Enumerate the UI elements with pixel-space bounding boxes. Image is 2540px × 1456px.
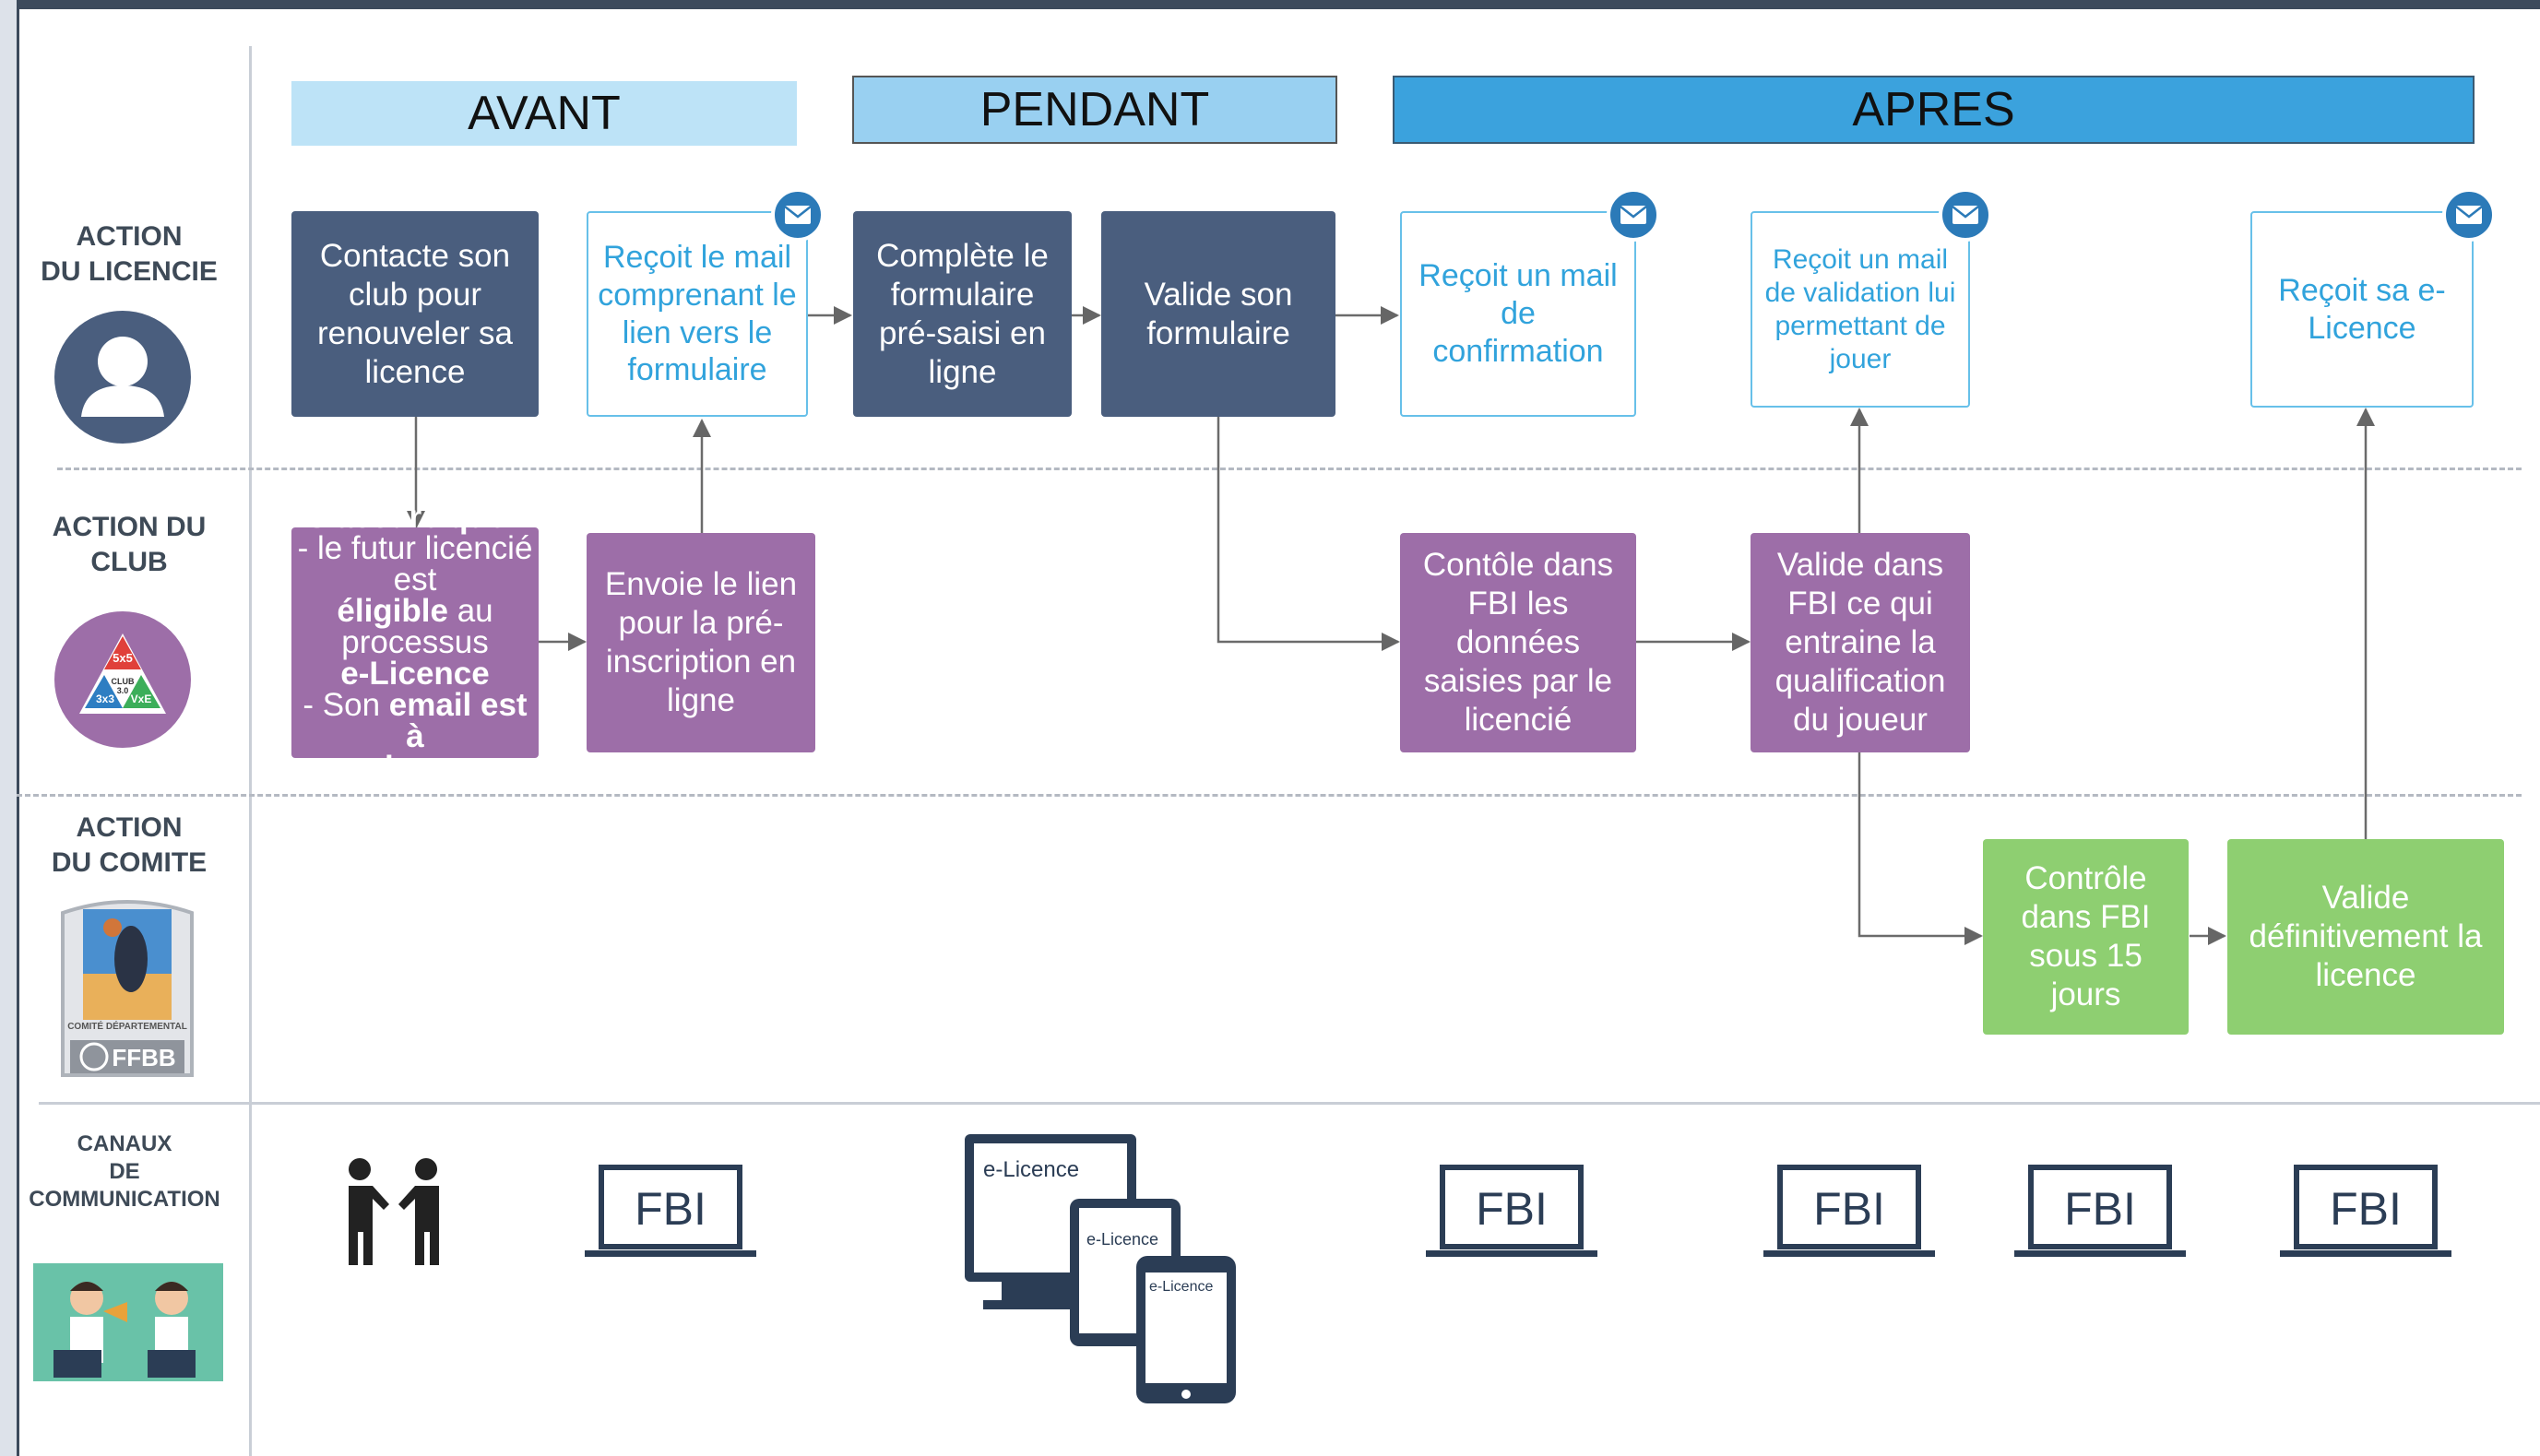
elicence-label: e-Licence: [1086, 1230, 1158, 1249]
assure-line-6: - Son email est à: [297, 687, 533, 754]
assure-line-3-bold: éligible: [337, 593, 448, 629]
row-label-club: ACTION DU CLUB: [28, 510, 231, 580]
assure-line-7-bold: jour: [384, 750, 446, 786]
assure-line-5: e-Licence: [340, 656, 490, 692]
box-assure-que: S'assure que : - le futur licencié est é…: [291, 501, 539, 784]
box-recoit-elicence: Reçoit sa e-Licence: [2250, 211, 2474, 408]
club-logo-top: 5x5: [113, 651, 133, 665]
assure-line-6-text: - Son: [303, 687, 389, 723]
assure-line-1: S'assure que :: [306, 499, 524, 535]
mail-icon: [1607, 188, 1660, 242]
row-label-licencie: ACTION DU LICENCIE: [28, 219, 231, 290]
row-separator-club-comite: [17, 794, 2522, 797]
phase-pendant-header: PENDANT: [852, 76, 1337, 144]
row-separator-licencie-club: [57, 468, 2522, 470]
row-label-line: DE: [109, 1159, 140, 1184]
box-recoit-confirmation: Reçoit un mail de confirmation: [1400, 211, 1636, 417]
assure-line-4: processus: [341, 624, 489, 660]
assure-line-7: jour: [385, 752, 445, 784]
fbi-label: FBI: [1813, 1183, 1885, 1235]
assure-line-6-bold: email est à: [388, 687, 528, 754]
row-label-line: CANAUX: [77, 1131, 172, 1156]
box-recoit-validation: Reçoit un mail de validation lui permett…: [1751, 211, 1970, 408]
mail-icon: [2442, 188, 2496, 242]
fbi-label: FBI: [1476, 1183, 1548, 1235]
comite-ffbb-badge-icon: COMITÉ DÉPARTEMENTAL FFBB: [61, 900, 194, 1077]
window-left-border: [0, 0, 19, 1456]
row-label-line: ACTION: [76, 221, 183, 252]
fbi-label: FBI: [2330, 1183, 2402, 1235]
box-valide-formulaire: Valide son formulaire: [1101, 211, 1335, 417]
handshake-people-icon: [349, 1158, 439, 1265]
mail-icon: [1939, 188, 1992, 242]
row-label-line: ACTION DU: [52, 512, 207, 542]
communication-people-illustration-icon: [33, 1263, 223, 1381]
box-complete-formulaire: Complète le formulaire pré-saisi en lign…: [853, 211, 1072, 417]
comite-badge-brand: FFBB: [112, 1044, 175, 1071]
box-valide-fbi: Valide dans FBI ce qui entraine la quali…: [1751, 533, 1970, 752]
box-contacte-club: Contacte son club pour renouveler sa lic…: [291, 211, 539, 417]
assure-line-3-rest: au: [447, 593, 493, 629]
fbi-label: FBI: [635, 1183, 706, 1235]
club-logo-center-1: CLUB: [112, 677, 135, 686]
user-avatar-icon: [54, 311, 191, 444]
elicence-devices-icon: e-Licence e-Licence e-Licence: [965, 1134, 1236, 1403]
club-logo-center-2: 3.0: [117, 686, 129, 695]
fbi-laptop-icon: FBI: [2280, 1165, 2451, 1257]
row-label-comite: ACTION DU COMITE: [28, 811, 231, 881]
box-controle-fbi: Contôle dans FBI les données saisies par…: [1400, 533, 1636, 752]
fbi-laptop-icon: FBI: [1763, 1165, 1935, 1257]
fbi-laptop-icon: FBI: [1426, 1165, 1597, 1257]
box-valide-definitivement: Valide définitivement la licence: [2227, 839, 2504, 1035]
club-logo-icon: 5x5 CLUB 3.0 3x3 VxE: [54, 611, 191, 748]
box-envoie-lien: Envoie le lien pour la pré-inscription e…: [587, 533, 815, 752]
assure-line-1-rest: :: [505, 499, 524, 535]
comite-badge-caption: COMITÉ DÉPARTEMENTAL: [67, 1020, 187, 1032]
assure-line-5-bold: e-Licence: [340, 656, 490, 692]
elicence-label: e-Licence: [983, 1157, 1079, 1182]
box-recoit-mail-lien: Reçoit le mail comprenant le lien vers l…: [587, 211, 808, 417]
fbi-label: FBI: [2064, 1183, 2136, 1235]
window-top-border: [0, 0, 2540, 9]
phase-avant-header: AVANT: [291, 81, 797, 146]
box-controle-15-jours: Contrôle dans FBI sous 15 jours: [1983, 839, 2189, 1035]
row-label-line: COMMUNICATION: [29, 1187, 220, 1212]
phase-apres-header: APRES: [1393, 76, 2475, 144]
row-label-line: CLUB: [90, 547, 168, 577]
row-separator-canaux: [39, 1102, 2540, 1105]
fbi-laptop-icon: FBI: [2014, 1165, 2186, 1257]
assure-line-3: éligible au: [337, 593, 493, 629]
elicence-label: e-Licence: [1149, 1279, 1213, 1295]
club-logo-right: VxE: [131, 692, 152, 705]
assure-line-2: - le futur licencié est: [297, 530, 533, 598]
club-logo-left: 3x3: [96, 692, 114, 705]
mail-icon: [771, 188, 825, 242]
row-header-divider: [249, 46, 252, 1456]
assure-line-1-bold: S'assure que: [306, 499, 506, 535]
row-label-line: DU LICENCIE: [41, 256, 218, 287]
fbi-laptop-icon: FBI: [585, 1165, 756, 1257]
row-label-canaux: CANAUX DE COMMUNICATION: [18, 1130, 231, 1213]
row-label-line: DU COMITE: [51, 847, 208, 878]
row-label-line: ACTION: [76, 812, 183, 843]
